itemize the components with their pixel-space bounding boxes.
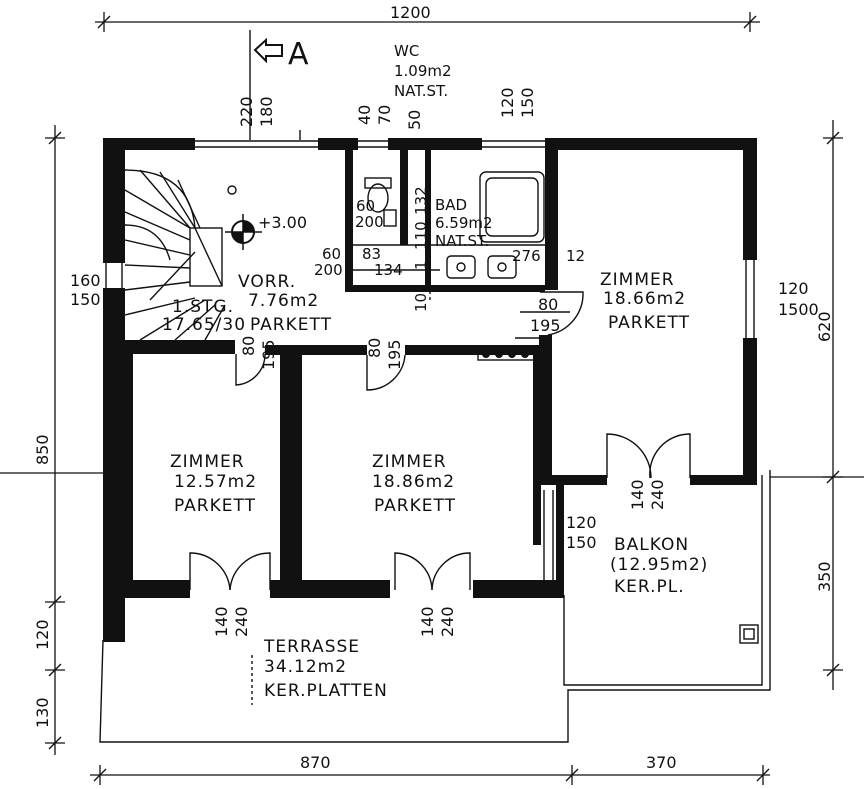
balkon-label: BALKON	[614, 535, 689, 555]
zimmer-w-floor: PARKETT	[174, 496, 256, 516]
dim-win-stair-a: 220	[237, 96, 256, 127]
dim-win-wc-b: 70	[375, 105, 394, 125]
zimmer-ne-label: ZIMMER	[600, 270, 675, 290]
dim-win-wc-a: 40	[355, 105, 374, 125]
zimmer-ne-area: 18.66m2	[603, 289, 686, 309]
zimmer-w-area: 12.57m2	[174, 472, 257, 492]
dim-door-m-b: 195	[385, 339, 404, 370]
zimmer-m-area: 18.86m2	[372, 472, 455, 492]
stg-label: 1.STG.	[172, 297, 234, 317]
dim-win-left-a: 160	[70, 271, 101, 290]
terrasse-label: TERRASSE	[263, 637, 360, 657]
zimmer-m-label: ZIMMER	[372, 452, 447, 472]
dim-left-120: 120	[33, 619, 52, 650]
dim-balc-door-a: 140	[628, 479, 647, 510]
dim-win-right-b: 1500	[778, 300, 819, 319]
dim-door-t1-a: 140	[212, 606, 231, 637]
dim-door-w-a: 80	[239, 336, 258, 356]
section-marker-label: A	[288, 37, 309, 72]
room-labels: WC 1.09m2 NAT.ST. BAD 6.59m2 NAT.ST. VOR…	[162, 42, 708, 701]
vorr-floor: PARKETT	[250, 315, 332, 335]
dim-balc-door-b: 240	[648, 479, 667, 510]
dim-door-ne-b: 195	[530, 316, 561, 335]
dim-bath-b2: 83	[362, 245, 381, 263]
dim-left-850: 850	[33, 434, 52, 465]
balkon-area: (12.95m2)	[610, 555, 708, 575]
terrasse-area: 34.12m2	[264, 657, 347, 677]
dim-bath-b4: 134	[374, 261, 403, 279]
dim-side-win-b: 150	[566, 533, 597, 552]
level-marker-icon	[225, 214, 262, 250]
dim-win-right-a: 120	[778, 279, 809, 298]
bad-label: BAD	[435, 196, 467, 214]
dim-door-ne-a: 80	[538, 295, 558, 314]
dim-bottom-right: 370	[646, 753, 677, 772]
section-arrow-icon	[253, 37, 283, 64]
dim-right-620: 620	[815, 311, 834, 342]
vorr-label: VORR.	[238, 272, 296, 292]
dim-door-t1-b: 240	[232, 606, 251, 637]
dim-top: 1200	[390, 3, 431, 22]
dim-left-130: 130	[33, 697, 52, 728]
dim-bath-d2: 12	[566, 247, 585, 265]
thin-lines	[99, 30, 771, 743]
zimmer-ne-floor: PARKETT	[608, 313, 690, 333]
vorr-area: 7.76m2	[248, 291, 319, 311]
dim-bath-d1: 276	[512, 247, 541, 265]
dim-door-t2-a: 140	[418, 606, 437, 637]
hob-icon	[482, 350, 529, 358]
zimmer-m-floor: PARKETT	[374, 496, 456, 516]
dim-door-m-a: 80	[365, 338, 384, 358]
dim-side-win-a: 120	[566, 513, 597, 532]
wc-label: WC	[394, 42, 419, 60]
walls	[103, 138, 757, 642]
dim-bath-c2: 110	[412, 221, 430, 250]
wc-area: 1.09m2	[394, 62, 452, 80]
zimmer-w-label: ZIMMER	[170, 452, 245, 472]
dim-door-t2-b: 240	[438, 606, 457, 637]
stg-steps: 17.65/30	[162, 315, 246, 335]
bad-area: 6.59m2	[435, 214, 493, 232]
dim-door-w-b: 195	[259, 339, 278, 370]
dim-right-350: 350	[815, 561, 834, 592]
dim-wc-50: 50	[405, 110, 424, 130]
dim-bath-d3: 10	[412, 293, 430, 312]
dim-bath-a1: 60	[356, 197, 375, 215]
dimension-lines	[0, 12, 864, 785]
dim-bath-a2: 200	[355, 213, 384, 231]
level-label: +3.00	[258, 213, 307, 232]
wc-floor: NAT.ST.	[394, 82, 448, 100]
dimension-labels: 1200 870 370 850 120 130 620 350 160 150…	[33, 3, 834, 772]
dim-win-left-b: 150	[70, 290, 101, 309]
dim-win-bath-b: 150	[518, 87, 537, 118]
dim-win-bath-a: 120	[498, 87, 517, 118]
dim-win-stair-b: 180	[257, 96, 276, 127]
dim-bath-c1: 132	[412, 186, 430, 215]
dim-bath-b3: 200	[314, 261, 343, 279]
dim-bath-c3: 1	[412, 260, 430, 270]
terrasse-floor: KER.PLATTEN	[264, 681, 388, 701]
dim-bottom-left: 870	[300, 753, 331, 772]
dim-bath-b1: 60	[322, 245, 341, 263]
balkon-floor: KER.PL.	[614, 577, 685, 597]
bad-floor: NAT.ST.	[435, 232, 489, 250]
